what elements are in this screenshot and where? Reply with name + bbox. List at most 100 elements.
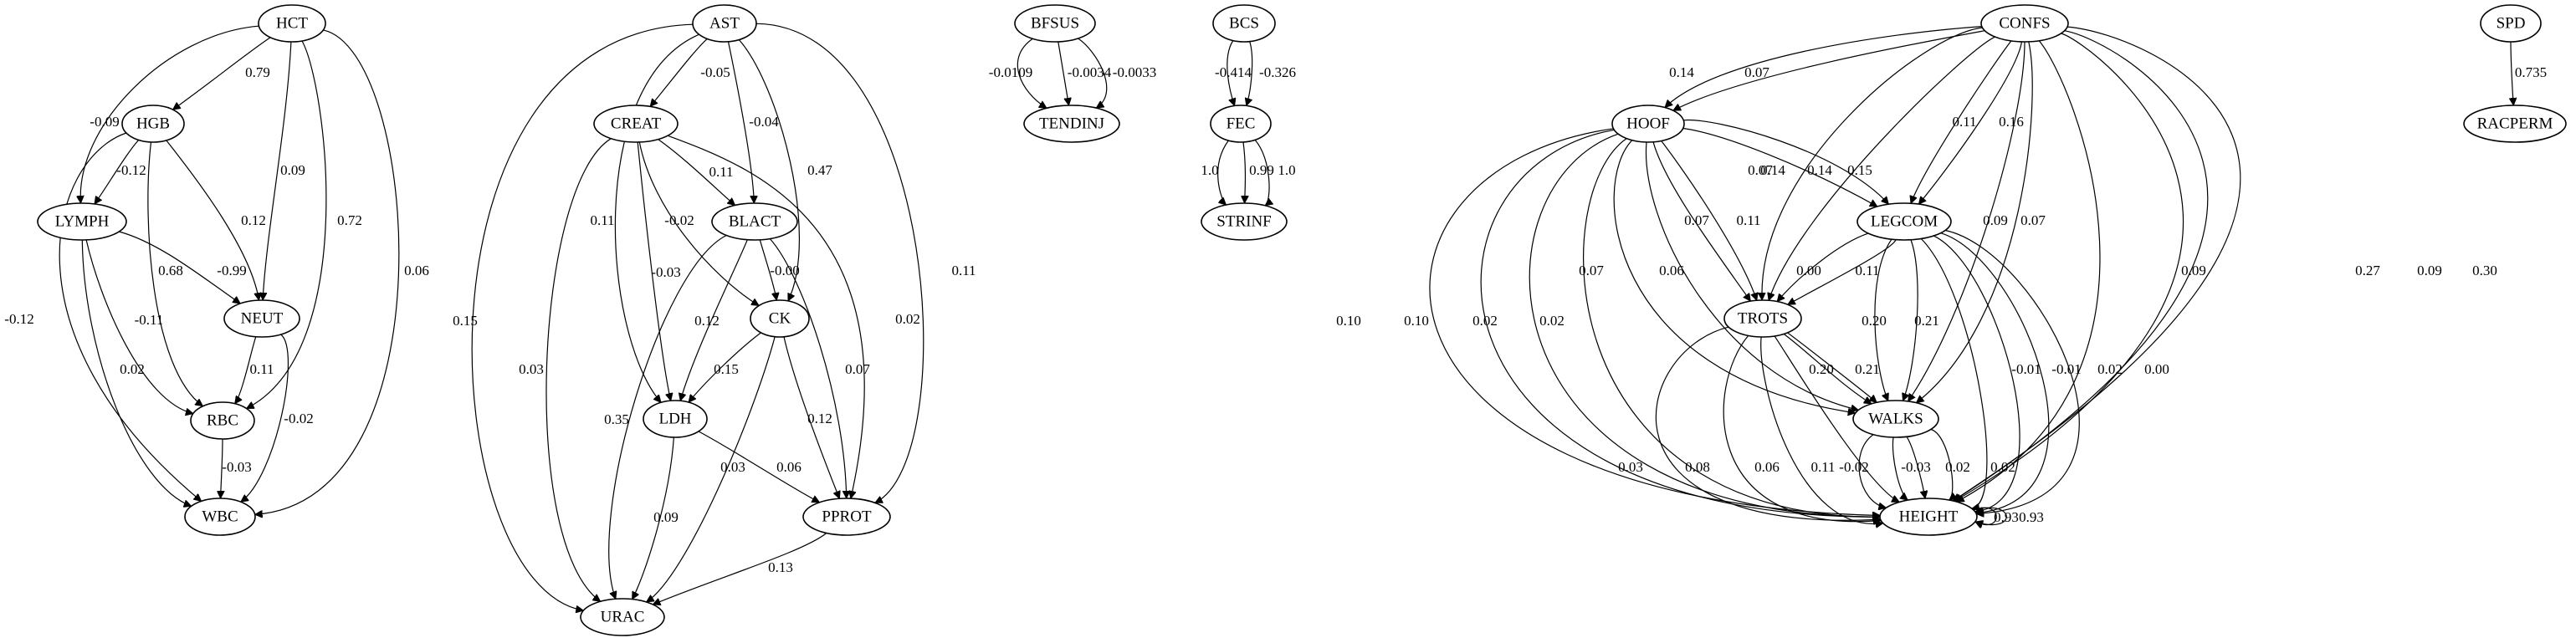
edge-weight-label: 0.07 <box>1579 263 1604 278</box>
edge-line <box>637 141 671 401</box>
edge-weight-label: 0.11 <box>709 164 733 180</box>
edge-weight-label: -0.326 <box>1259 64 1296 80</box>
edge-weight-label: 0.09 <box>1983 212 2008 228</box>
edge-line <box>698 431 820 503</box>
node-blact: BLACT <box>711 202 798 241</box>
edge-weight-label: 0.99 <box>1249 162 1274 178</box>
edge-hoof-legcom: 0.15 <box>1683 119 1888 205</box>
edge-weight-label: -0.09 <box>90 114 119 130</box>
edge-line <box>1682 127 1877 207</box>
edge-bfsus-tendinj: -0.0033 <box>1078 38 1156 108</box>
edge-weight-label: -0.01 <box>2011 361 2041 377</box>
edge-line <box>1957 40 2101 503</box>
edge-weight-label: 0.735 <box>2515 64 2547 80</box>
edge-line <box>1930 428 1953 501</box>
node-label: AST <box>709 14 740 32</box>
edge-weight-label: -0.11 <box>135 312 164 328</box>
edge-weight-label: -0.02 <box>284 411 313 426</box>
edge-weight-label: 1.0 <box>1201 162 1218 178</box>
edge-line <box>59 132 201 501</box>
edge-weight-label: 0.11 <box>1952 114 1976 130</box>
edge-line <box>658 139 735 206</box>
edge-hct-wbc: 0.06 <box>255 29 429 514</box>
edge-line <box>119 231 240 304</box>
edge-line <box>1645 141 1859 410</box>
edge-weight-label: 0.08 <box>1685 459 1710 475</box>
node-label: LYMPH <box>55 212 110 230</box>
edge-line <box>647 336 776 602</box>
edge-neut-wbc: -0.02 <box>241 334 314 502</box>
edge-weight-label: 0.15 <box>453 313 478 329</box>
edge-legcom-height: 0.00 <box>1945 229 2169 514</box>
edge-confs-legcom: 0.11 <box>1911 40 2012 203</box>
edge-line <box>1769 36 1995 300</box>
node-label: TROTS <box>1738 309 1788 327</box>
edge-blact-ck: -0.00 <box>759 239 800 300</box>
edge-weight-label: 0.30 <box>2472 263 2497 278</box>
node-tendinj: TENDINJ <box>1023 105 1120 143</box>
edge-confs-trots: 0.14 <box>1760 27 1983 300</box>
edge-creat-ldh: -0.03 <box>637 141 681 401</box>
edge-weight-label: 0.93 <box>2019 509 2044 525</box>
node-label: RBC <box>207 411 238 429</box>
edge-hoof-trots: 0.07 <box>1652 141 1750 301</box>
node-confs: CONFS <box>1980 4 2069 43</box>
edge-hoof-height: 0.02 <box>1472 133 1880 517</box>
node-bcs: BCS <box>1212 4 1276 43</box>
edge-weight-label: 0.35 <box>604 411 629 427</box>
edge-line <box>759 239 776 300</box>
edge-line <box>1673 30 1985 111</box>
node-label: FEC <box>1227 115 1256 132</box>
node-label: WALKS <box>1868 410 1923 427</box>
edge-neut-rbc: 0.11 <box>235 336 274 404</box>
edge-weight-label: 0.06 <box>1659 263 1684 278</box>
node-ast: AST <box>692 4 757 43</box>
edge-line <box>81 239 191 506</box>
edge-line <box>1874 238 1892 401</box>
edge-line <box>1661 140 1757 301</box>
edge-height-height: 0.93 <box>1973 507 2044 525</box>
edge-line <box>173 37 271 110</box>
edge-weight-label: 0.00 <box>1796 263 1821 278</box>
edge-weight-label: 0.16 <box>1999 114 2024 130</box>
node-ellipse <box>692 4 757 43</box>
node-label: HGB <box>136 115 170 132</box>
edge-line <box>1078 38 1108 108</box>
node-spd: SPD <box>2480 4 2542 43</box>
edge-line <box>769 238 846 499</box>
edge-weight-label: -0.01 <box>2051 361 2081 377</box>
edge-line <box>1774 335 1899 503</box>
edge-trots-walks: 0.21 <box>1787 332 1880 402</box>
edge-line <box>1858 434 1886 508</box>
edge-weight-label: 0.79 <box>245 64 270 80</box>
edge-weight-label: 0.72 <box>337 212 362 228</box>
edge-trots-walks: 0.20 <box>1783 333 1872 404</box>
edge-legcom-trots: 0.00 <box>1777 232 1869 302</box>
edge-ck-ldh: 0.15 <box>689 332 761 402</box>
edge-weight-label: -0.0034 <box>1068 64 1112 80</box>
edge-spd-racperm: 0.735 <box>2511 41 2547 105</box>
node-label: CONFS <box>1999 14 2050 32</box>
edge-hct-hgb: 0.79 <box>173 37 271 110</box>
edge-fec-strinf: 1.0 <box>1201 140 1229 205</box>
edge-line <box>1903 239 1918 401</box>
edge-confs-hoof: 0.14 <box>1665 26 1982 108</box>
edge-blact-pprot: 0.07 <box>769 238 870 499</box>
edge-line <box>1940 232 2050 513</box>
edge-line <box>1954 30 2209 501</box>
edge-line <box>1933 235 2020 512</box>
node-creat: CREAT <box>593 105 679 143</box>
edge-walks-height: 0.02 <box>1930 428 2015 501</box>
edge-weight-label: 0.02 <box>120 361 145 377</box>
node-ellipse <box>802 498 891 536</box>
edge-line <box>632 436 674 600</box>
node-ellipse <box>750 299 810 338</box>
edge-line <box>1973 507 2007 524</box>
edge-lymph-wbc: 0.02 <box>81 239 191 506</box>
node-ellipse <box>2463 105 2567 143</box>
edge-pprot-urac: 0.13 <box>653 533 827 605</box>
node-racperm: RACPERM <box>2463 105 2567 143</box>
edge-weight-label: 0.11 <box>590 212 614 228</box>
edge-bcs-fec: -0.414 <box>1215 40 1252 106</box>
edge-creat-urac: 0.03 <box>519 138 612 602</box>
